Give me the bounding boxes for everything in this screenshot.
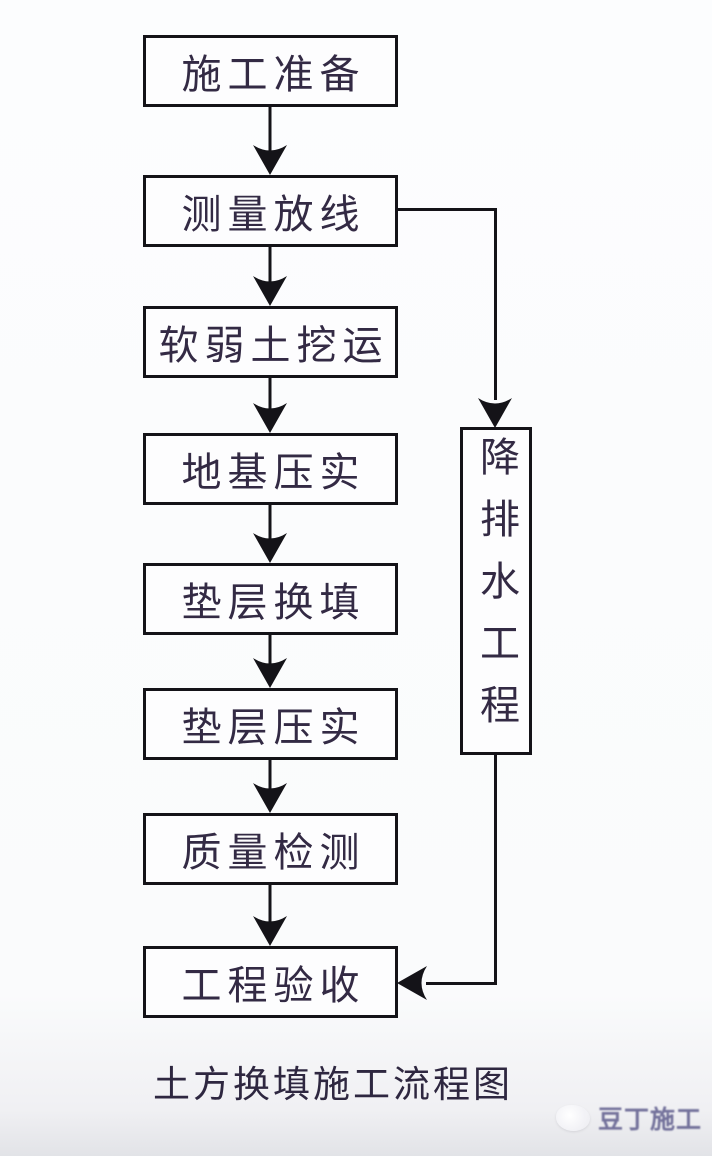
arrow-down-icon xyxy=(253,378,287,433)
step-cushion-replacement-fill: 垫层换填 xyxy=(143,563,398,635)
arrow-down-icon xyxy=(253,247,287,306)
step-foundation-compaction: 地基压实 xyxy=(143,433,398,505)
arrow-left-icon xyxy=(397,966,427,1000)
arrow-down-icon xyxy=(478,398,512,428)
arrow-down-icon xyxy=(253,885,287,946)
step-quality-inspection: 质量检测 xyxy=(143,813,398,885)
step-survey-setting-out: 测量放线 xyxy=(143,175,398,247)
branch-dewatering-drainage-works: 降排水工程 xyxy=(460,427,532,755)
connector-line xyxy=(494,755,497,984)
connector-line xyxy=(426,982,497,985)
branch-label: 降排水工程 xyxy=(474,436,519,746)
step-project-acceptance: 工程验收 xyxy=(143,946,398,1018)
watermark-text: 豆丁施工 xyxy=(598,1107,703,1134)
connector-line xyxy=(494,208,497,400)
diagram-caption: 土方换填施工流程图 xyxy=(153,1065,513,1106)
step-construction-preparation: 施工准备 xyxy=(143,35,398,107)
step-cushion-compaction: 垫层压实 xyxy=(143,688,398,760)
watermark: 豆丁施工 xyxy=(556,1100,702,1136)
arrow-down-icon xyxy=(253,505,287,563)
arrow-down-icon xyxy=(253,635,287,688)
step-soft-soil-excavation: 软弱土挖运 xyxy=(143,306,398,378)
docin-logo-icon xyxy=(556,1105,590,1131)
arrow-down-icon xyxy=(253,107,287,175)
connector-line xyxy=(397,208,497,211)
arrow-down-icon xyxy=(253,760,287,813)
